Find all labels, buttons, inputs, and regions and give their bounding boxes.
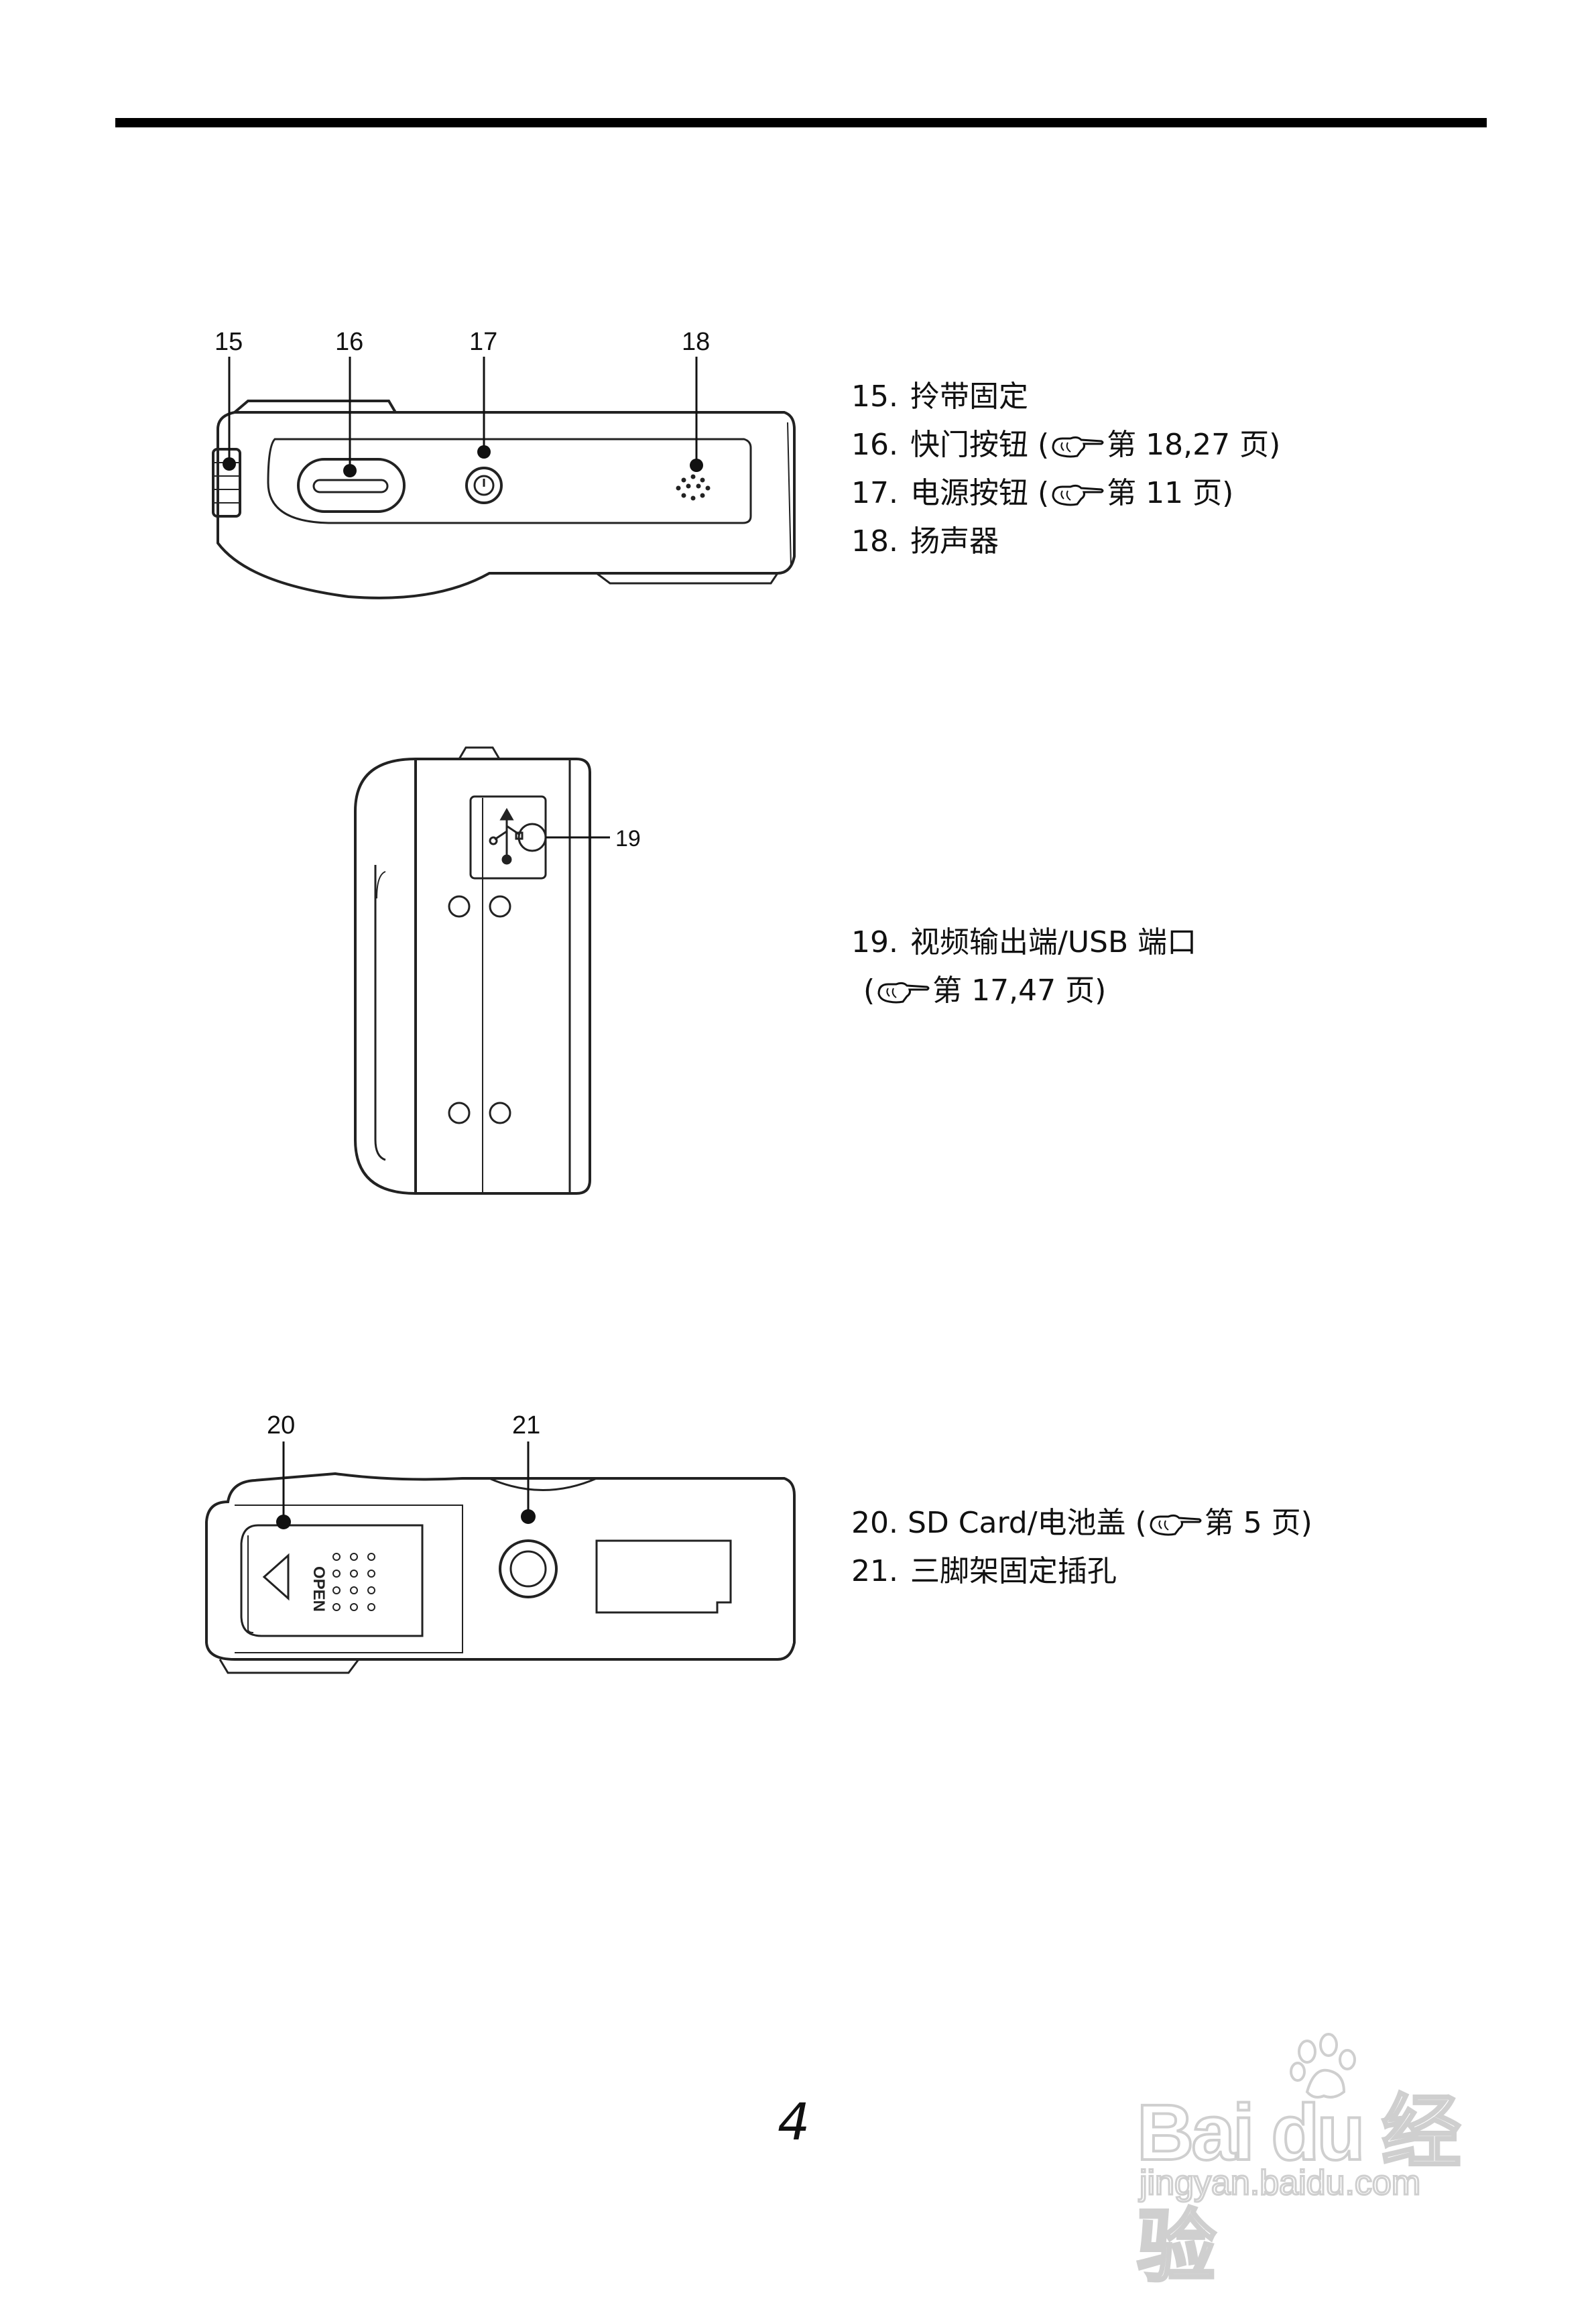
camera-top-view-figure: 15 16 17 18 — [194, 322, 811, 617]
list-item: 21.三脚架固定插孔 — [851, 1554, 1117, 1588]
page-number: 4 — [778, 2092, 810, 2152]
list-item-ref: (第 17,47 页) — [863, 974, 1107, 1008]
watermark-brand: Bai du 经验 — [1135, 2087, 1462, 2293]
item-list-bottom: 20. SD Card/电池盖 (第 5 页) 21.三脚架固定插孔 — [851, 1499, 1312, 1596]
watermark-url: jingyan.baidu.com — [1138, 2163, 1421, 2204]
callout-18: 18 — [682, 328, 710, 356]
pointing-hand-icon — [1150, 1514, 1202, 1536]
paw-icon — [1290, 2033, 1356, 2099]
item-list-top: 15.拎带固定 16.快门按钮 (第 18,27 页) 17.电源按钮 (第 1… — [851, 373, 1280, 566]
callout-16: 16 — [335, 328, 363, 356]
list-item: 20. SD Card/电池盖 (第 5 页) — [851, 1506, 1312, 1540]
callout-17: 17 — [469, 328, 497, 356]
list-item: 15.拎带固定 — [851, 379, 1028, 414]
item-list-middle: 19.视频输出端/USB 端口 (第 17,47 页) — [851, 919, 1196, 1015]
open-label: OPEN — [310, 1566, 328, 1612]
baidu-watermark: Bai du 经验 jingyan.baidu.com — [1133, 2031, 1508, 2293]
callout-15: 15 — [214, 328, 243, 356]
camera-bottom-view-figure: OPEN 20 21 — [194, 1401, 811, 1696]
pointing-hand-icon — [877, 982, 930, 1004]
callout-19: 19 — [615, 826, 641, 851]
list-item: 18.扬声器 — [851, 524, 999, 558]
callout-20: 20 — [267, 1411, 295, 1439]
list-item: 17.电源按钮 (第 11 页) — [851, 476, 1234, 510]
top-rule — [115, 118, 1487, 127]
callout-21: 21 — [512, 1411, 540, 1439]
list-item: 19.视频输出端/USB 端口 — [851, 925, 1197, 959]
list-item: 16.快门按钮 (第 18,27 页) — [851, 428, 1281, 462]
pointing-hand-icon — [1052, 484, 1104, 506]
camera-side-view-figure: 19 — [349, 738, 697, 1207]
pointing-hand-icon — [1052, 436, 1104, 458]
